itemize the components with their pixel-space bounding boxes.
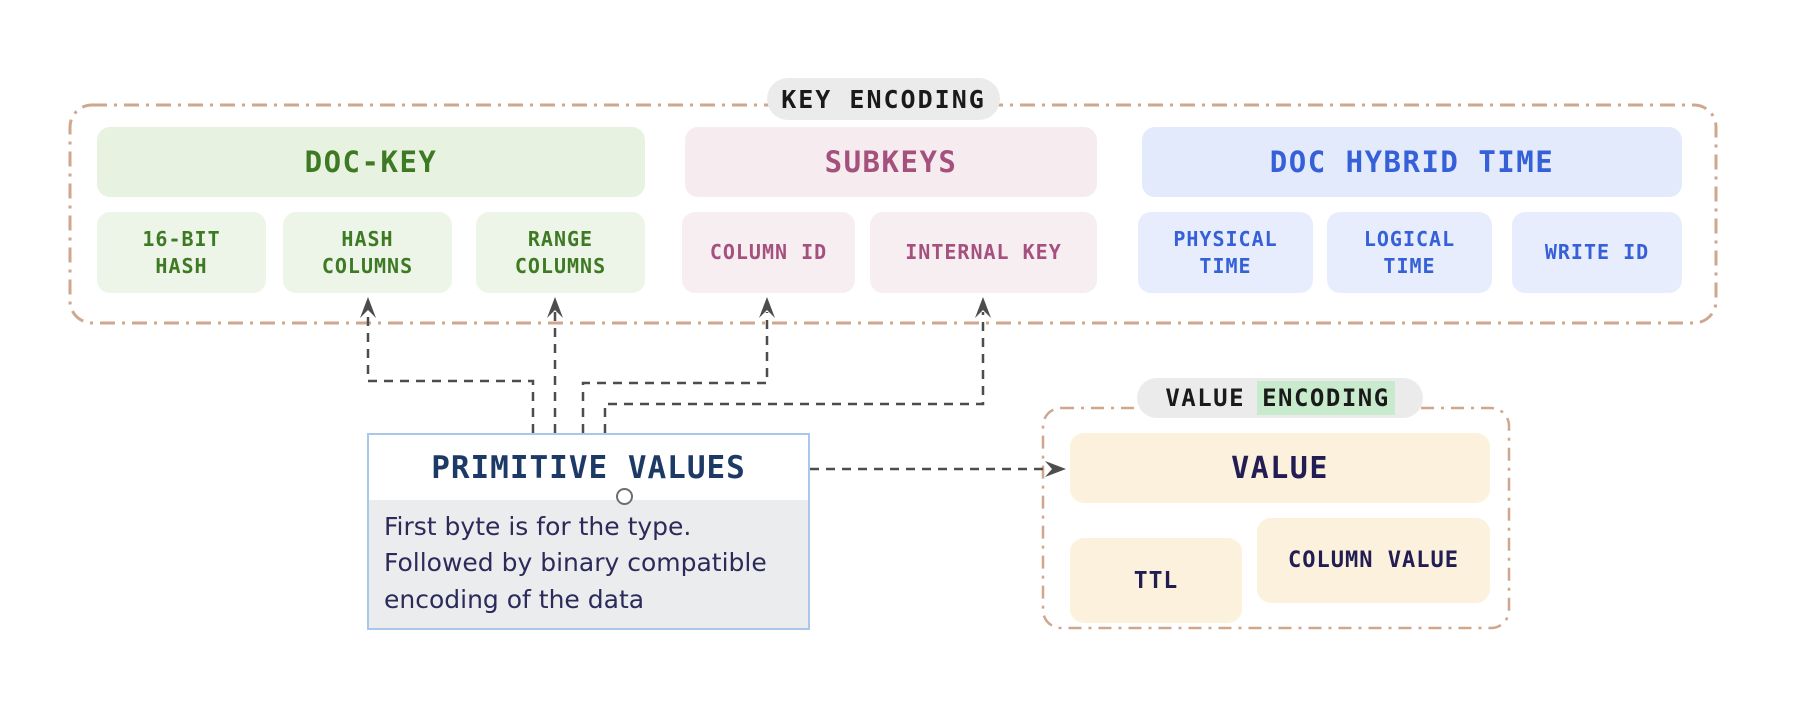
box-range-columns: RANGE COLUMNS [476,212,645,293]
arrowhead-up-icon [759,297,775,318]
box-column-value: COLUMN VALUE [1257,518,1490,603]
primitive-values-description: First byte is for the type. Followed by … [369,500,808,628]
doc-key-header: DOC-KEY [97,127,645,197]
value-encoding-label-plain: VALUE [1165,384,1246,412]
value-encoding-label: VALUE ENCODING [1137,378,1423,418]
primitive-values-title: PRIMITIVE VALUES [431,449,746,486]
box-column-id: COLUMN ID [682,212,855,293]
arrowhead-up-icon [360,297,376,318]
subkeys-header: SUBKEYS [685,127,1097,197]
box-hash-columns: HASH COLUMNS [283,212,452,293]
box-write-id: WRITE ID [1512,212,1682,293]
key-encoding-label: KEY ENCODING [767,78,1000,120]
connector-to-internal-key [603,312,985,433]
box-internal-key: INTERNAL KEY [870,212,1097,293]
box-ttl: TTL [1070,538,1242,623]
value-encoding-label-highlight: ENCODING [1257,381,1395,415]
box-physical-time: PHYSICAL TIME [1138,212,1313,293]
arrowhead-up-icon [547,297,563,318]
doc-hybrid-time-header: DOC HYBRID TIME [1142,127,1682,197]
connector-to-column-id [581,312,769,433]
box-16-bit-hash: 16-BIT HASH [97,212,266,293]
connector-to-hash-columns [366,312,535,433]
primitive-values-node: PRIMITIVE VALUES First byte is for the t… [367,433,810,630]
arrowhead-up-icon [975,297,991,318]
box-logical-time: LOGICAL TIME [1327,212,1492,293]
arrowhead-right-icon [1045,461,1066,477]
connection-handle-icon [616,488,633,505]
box-value: VALUE [1070,433,1490,503]
